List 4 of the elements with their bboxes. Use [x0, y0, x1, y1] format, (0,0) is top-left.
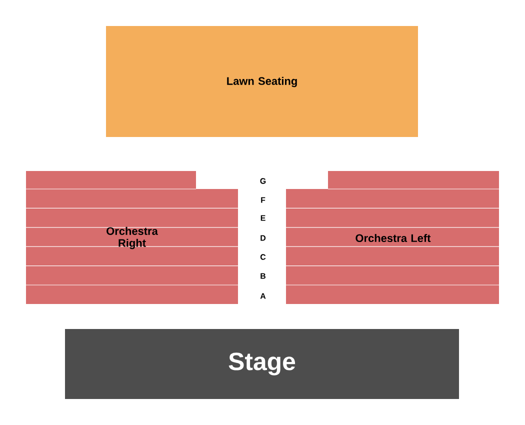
seating-section: Orchestra Left	[286, 171, 500, 304]
seating-section: Orchestra Right	[26, 171, 238, 304]
lawn-section: Lawn Seating	[106, 26, 418, 137]
stage: Stage	[65, 329, 459, 399]
